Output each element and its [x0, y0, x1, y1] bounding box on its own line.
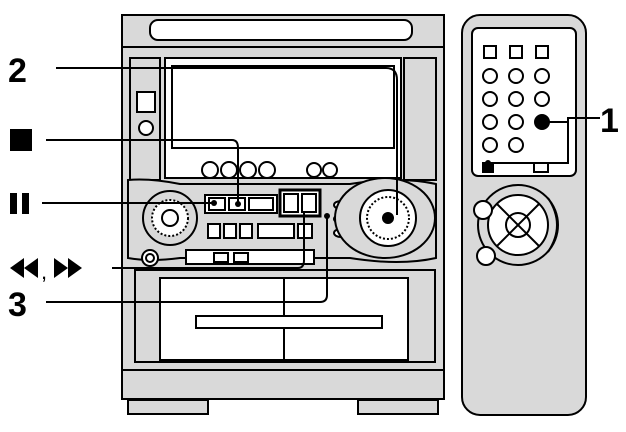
remote-key-top-2[interactable]: [509, 45, 523, 59]
right-panel: [403, 57, 437, 181]
remote-control: [461, 14, 587, 416]
unit-base: [121, 369, 445, 400]
rewind-icon: [10, 258, 38, 278]
cd-button-4[interactable]: [258, 161, 276, 179]
remote-key-2[interactable]: [508, 68, 524, 84]
cd-button-2[interactable]: [220, 161, 238, 179]
headphone-jack-plate: [136, 91, 156, 113]
callout-number-3: 3: [8, 286, 27, 324]
left-panel: [129, 57, 161, 181]
remote-side-arc: [547, 197, 558, 253]
pointer-dot-remote: [485, 160, 491, 166]
display-window: [171, 65, 395, 149]
foot-left: [127, 399, 209, 415]
pointer-dot-stop: [235, 201, 241, 207]
power-button[interactable]: [138, 120, 154, 136]
small-button-3[interactable]: [239, 223, 253, 239]
left-knob-center: [161, 209, 179, 227]
cd-button-3[interactable]: [239, 161, 257, 179]
small-button-2[interactable]: [223, 223, 237, 239]
tape-strip: [185, 249, 315, 265]
cd-button-5[interactable]: [306, 162, 322, 178]
main-unit: [121, 14, 445, 415]
remote-side-button-top[interactable]: [473, 200, 493, 220]
leader-stop: [46, 139, 239, 204]
callout-lines: [42, 67, 600, 303]
remote-dpad-divider-b: [496, 203, 540, 247]
remote-side-button-bottom[interactable]: [476, 246, 496, 266]
rewind-button[interactable]: [283, 193, 299, 213]
tape-button-2[interactable]: [233, 252, 249, 263]
remote-key-4[interactable]: [482, 91, 498, 107]
remote-key-top-3[interactable]: [535, 45, 549, 59]
foot-right: [357, 399, 439, 415]
leader-1: [488, 117, 600, 164]
pause-icon: [10, 193, 29, 214]
remote-key-9[interactable]: [534, 114, 550, 130]
remote-key-3[interactable]: [534, 68, 550, 84]
disc-tray-slot: [149, 19, 413, 41]
phones-jack-inner: [145, 253, 155, 263]
pointer-dot-3: [324, 213, 330, 219]
rew-ff-separator: ,: [41, 259, 47, 284]
tape-button-1[interactable]: [213, 252, 229, 263]
remote-key-bottom-right[interactable]: [533, 162, 549, 173]
remote-key-top-1[interactable]: [483, 45, 497, 59]
callout-number-1: 1: [600, 102, 619, 140]
small-button-1[interactable]: [207, 223, 221, 239]
fast-forward-icon: [54, 258, 82, 278]
cd-button-6[interactable]: [322, 162, 338, 178]
callout-number-2: 2: [8, 52, 27, 90]
remote-key-10[interactable]: [482, 137, 498, 153]
remote-key-8[interactable]: [508, 114, 524, 130]
leader-3: [46, 216, 328, 303]
fast-forward-button[interactable]: [301, 193, 317, 213]
remote-key-11[interactable]: [508, 137, 524, 153]
small-button-4[interactable]: [257, 223, 295, 239]
remote-face: [471, 27, 577, 177]
cd-button-1[interactable]: [201, 161, 219, 179]
remote-key-6[interactable]: [534, 91, 550, 107]
stop-icon: [10, 129, 32, 151]
remote-key-5[interactable]: [508, 91, 524, 107]
cassette-window: [195, 315, 383, 329]
remote-key-7[interactable]: [482, 114, 498, 130]
leader-rew-ff: [112, 212, 305, 269]
pointer-dot-pause: [211, 200, 217, 206]
deck-button-3[interactable]: [248, 197, 274, 211]
remote-key-1[interactable]: [482, 68, 498, 84]
pointer-dot-vol: [384, 214, 392, 222]
leader-2: [56, 67, 398, 215]
